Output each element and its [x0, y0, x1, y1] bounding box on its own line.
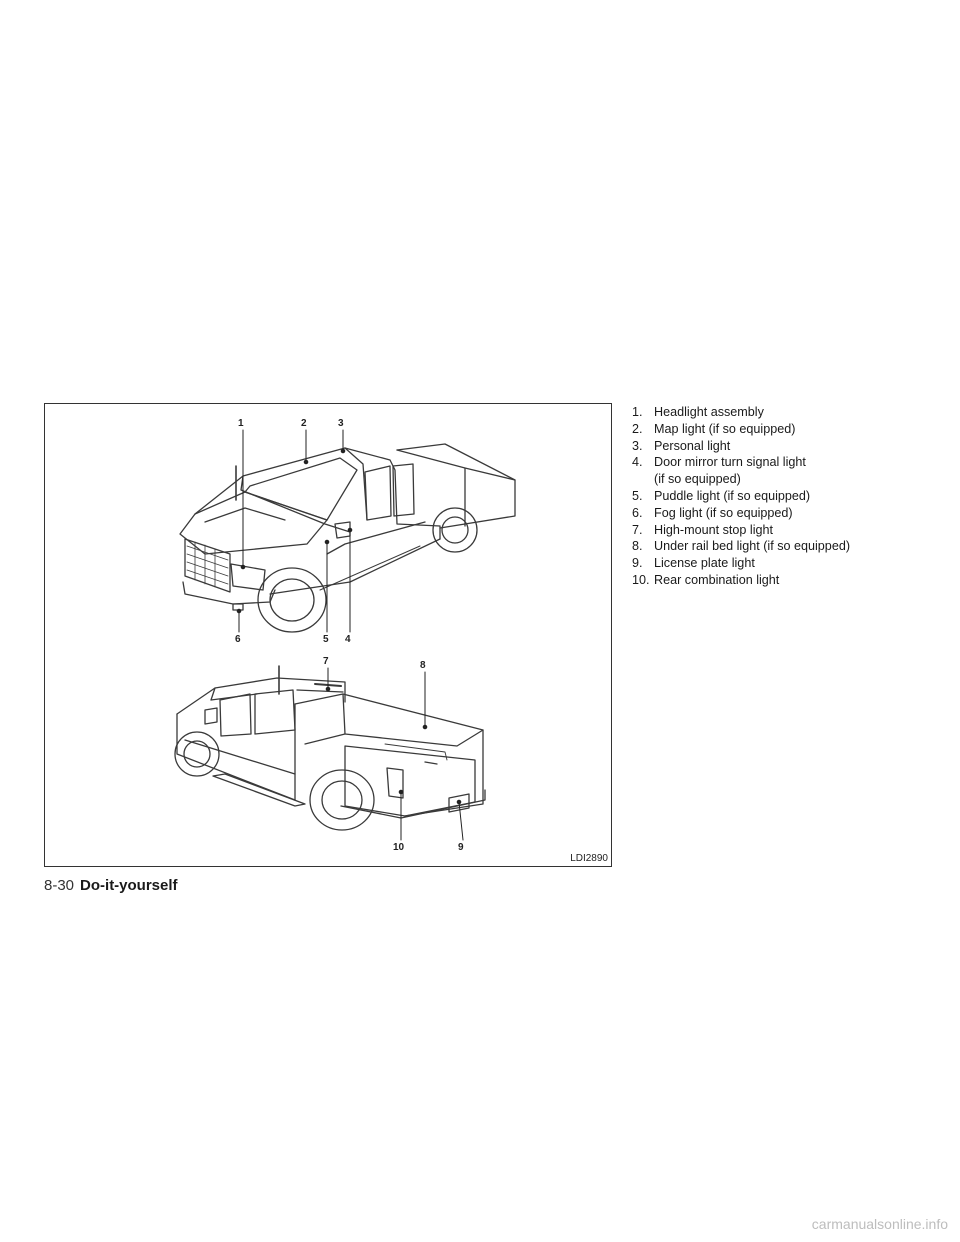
rear-truck-drawing [174, 665, 486, 831]
callout-8: 8 [420, 660, 426, 671]
section-title: Do-it-yourself [80, 877, 178, 894]
callout-1: 1 [238, 418, 244, 429]
legend-item: 3.Personal light [632, 438, 731, 453]
callout-9: 9 [458, 842, 464, 853]
legend-item: 9.License plate light [632, 556, 755, 571]
callout-5: 5 [323, 634, 329, 645]
legend-item: 7.High-mount stop light [632, 522, 774, 537]
callout-4: 4 [345, 634, 351, 645]
callout-7: 7 [323, 656, 329, 667]
callout-3: 3 [338, 418, 344, 429]
vehicle-lights-figure: 1 2 3 4 5 6 7 8 9 10 LDI2890 [44, 403, 612, 867]
legend-item: 8.Under rail bed light (if so equipped) [632, 539, 851, 554]
page-number: 8-30 [44, 877, 75, 894]
watermark: carmanualsonline.info [811, 1216, 948, 1232]
lights-legend: 1.Headlight assembly 2.Map light (if so … [632, 404, 932, 589]
truck-illustration [174, 429, 516, 841]
page-footer: 8-30 Do-it-yourself [44, 877, 178, 894]
callout-2: 2 [301, 418, 307, 429]
legend-item: 5.Puddle light (if so equipped) [632, 488, 811, 503]
legend-item: 2.Map light (if so equipped) [632, 421, 796, 436]
legend-item: 10.Rear combination light [632, 572, 780, 587]
callout-6: 6 [235, 634, 241, 645]
callout-10: 10 [393, 842, 405, 853]
front-truck-drawing [179, 443, 516, 633]
legend-item: 4.Door mirror turn signal light (if so e… [632, 455, 806, 487]
figure-code: LDI2890 [570, 853, 608, 864]
legend-item: 1.Headlight assembly [632, 405, 764, 419]
legend-item: 6.Fog light (if so equipped) [632, 505, 793, 520]
